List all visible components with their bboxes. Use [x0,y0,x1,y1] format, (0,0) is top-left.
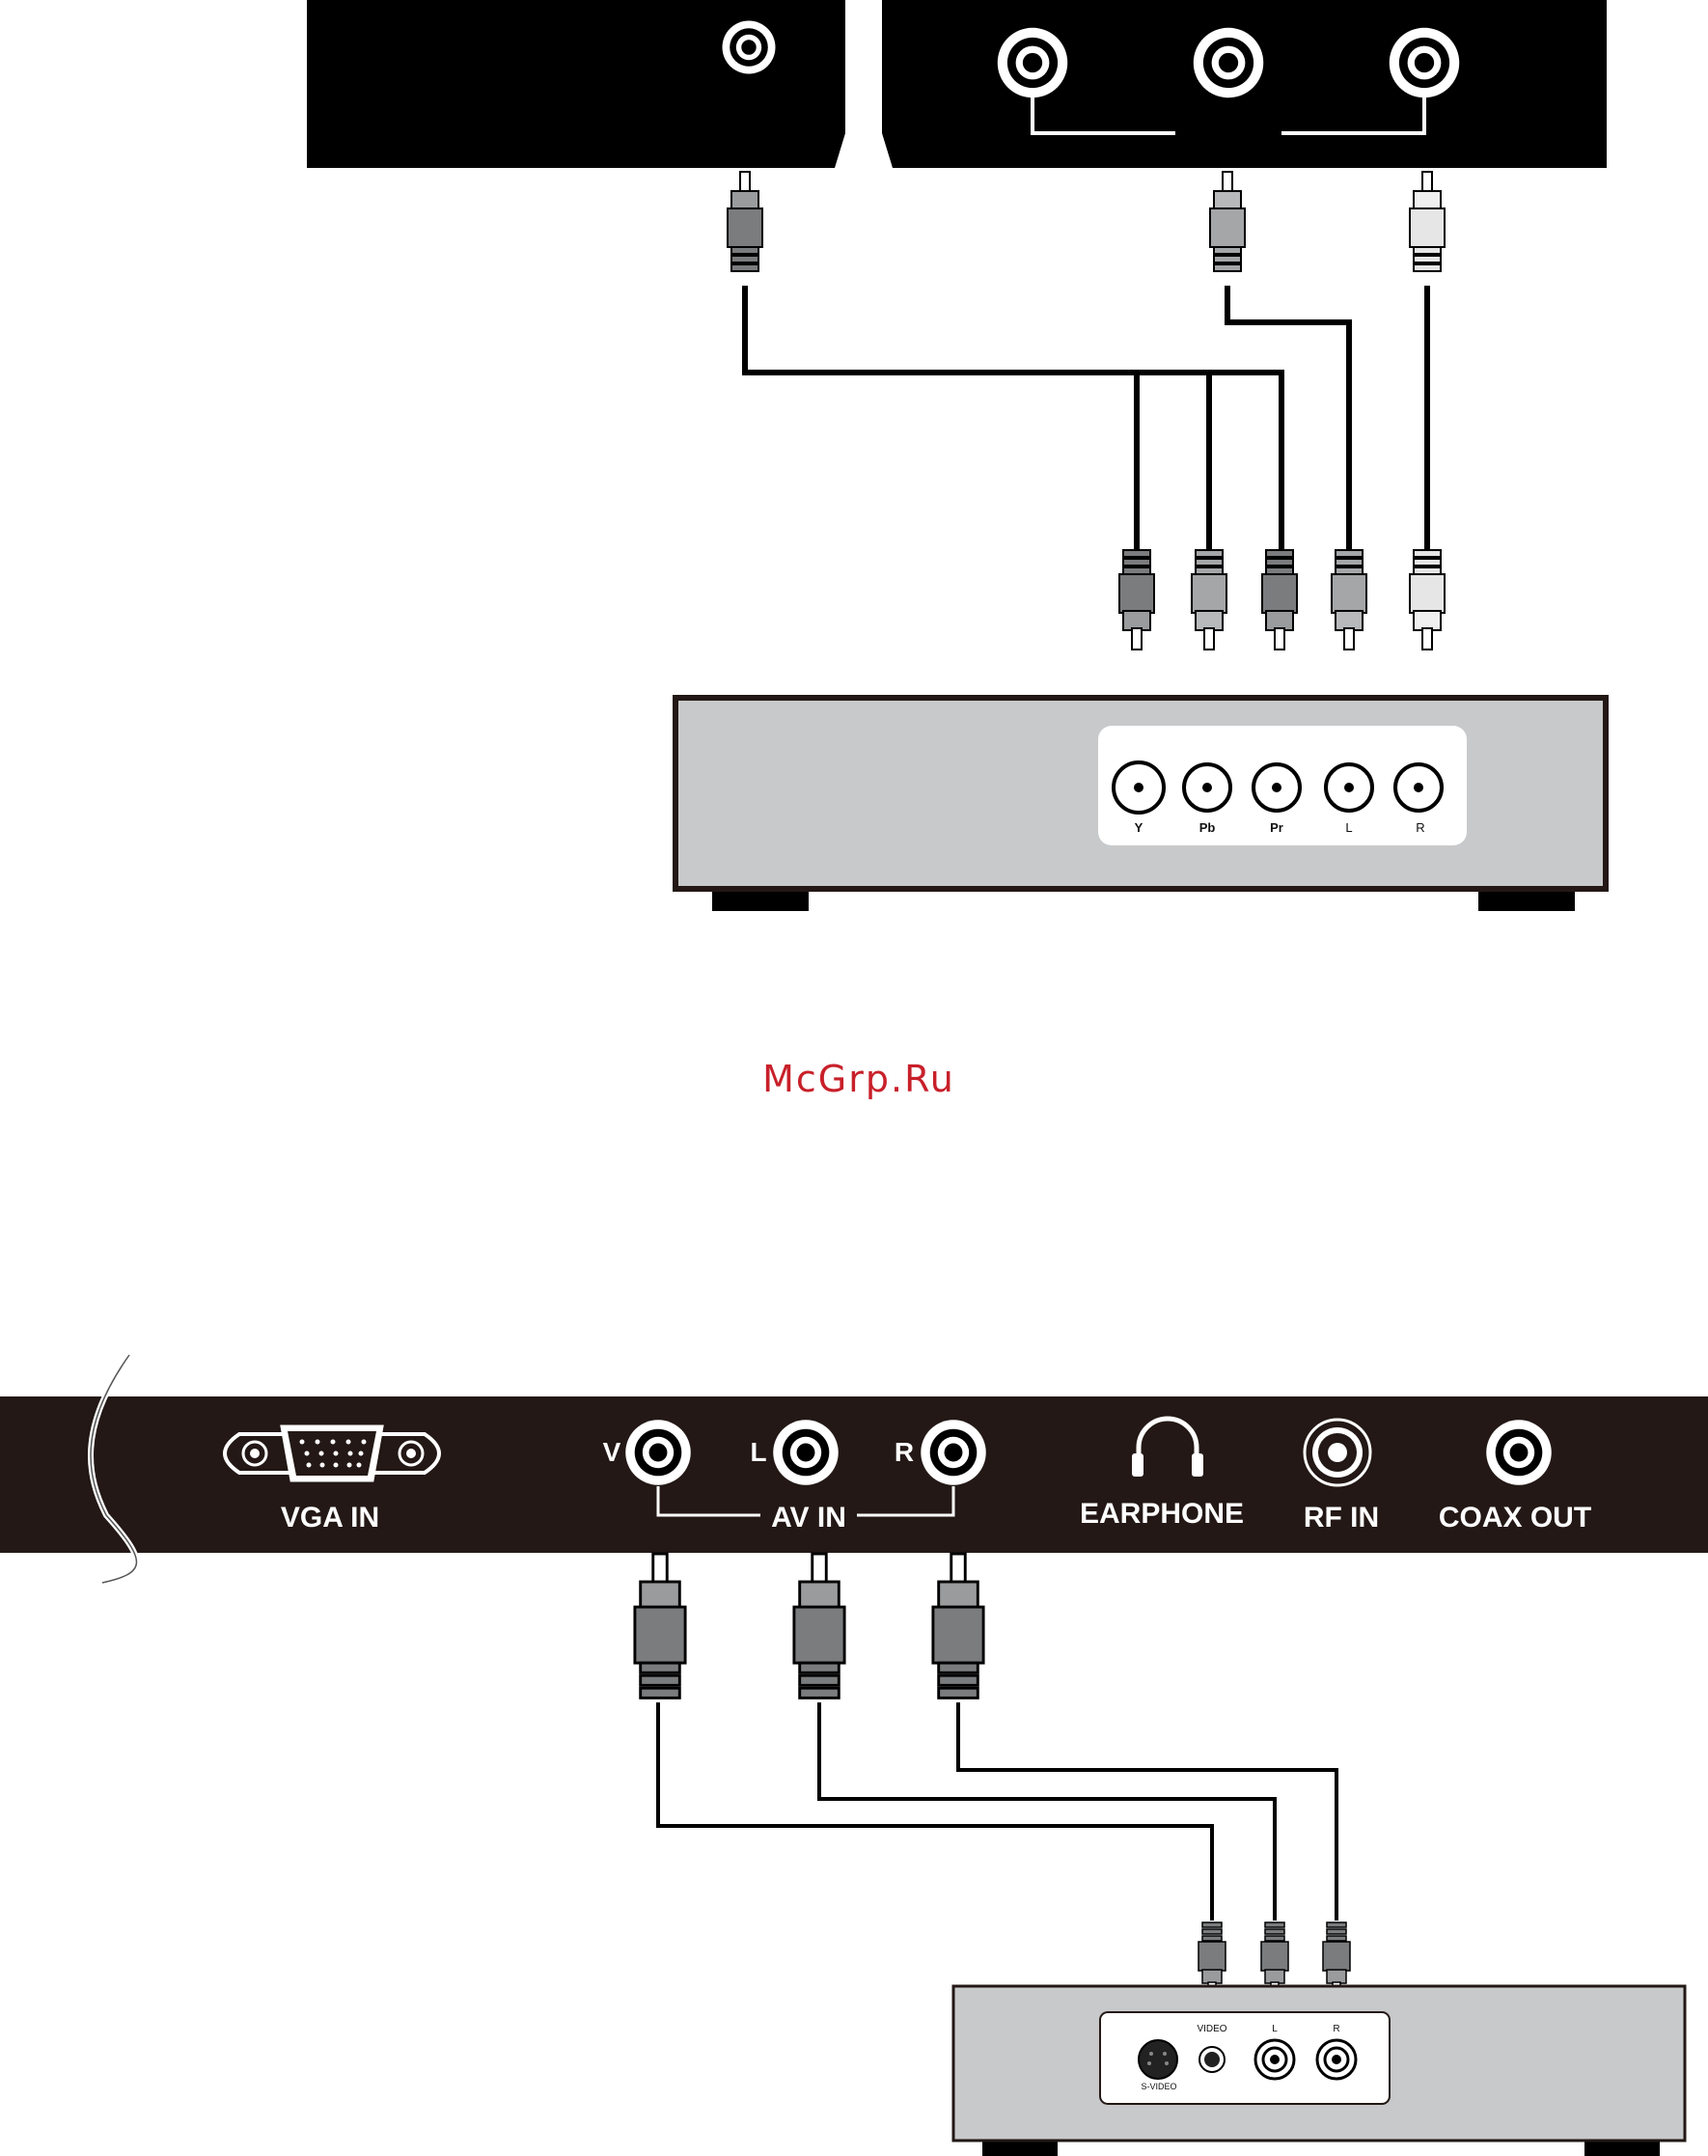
label-r: R [1416,820,1424,835]
bottom-cables [658,1702,1336,1921]
device-video-jack [1199,2047,1225,2072]
top-single-jack [723,21,776,74]
label-audio-l: L [1272,2024,1278,2034]
label-y: Y [1135,820,1143,835]
top-lower-plugs [1119,550,1445,650]
plug-av-video [635,1554,685,1698]
svideo-jack [1139,2040,1177,2079]
plug-av-l [794,1554,844,1698]
label-pb: Pb [1199,820,1216,835]
top-cables [745,286,1427,552]
top-source-device: Y Pb Pr L R [675,698,1606,911]
plug-lower-y [1119,550,1154,650]
av-v-label: V [603,1437,621,1467]
av-r-label: R [895,1437,914,1467]
device-jack-r [1395,764,1442,811]
plug-upper-audio-r [1410,172,1445,271]
coax-out-label: COAX OUT [1439,1502,1591,1534]
av-l-label: L [750,1437,766,1467]
device-audio-r-jack [1317,2040,1356,2079]
cable-av-video [658,1702,1212,1921]
coax-out-jack [1486,1420,1552,1485]
vga-in-label: VGA IN [281,1502,379,1534]
plug-lower-pr [1262,550,1297,650]
cable-video-trunk [745,286,1281,552]
rf-in-jack [1305,1420,1370,1485]
av-jack-r [921,1420,986,1485]
av-jack-l [773,1420,839,1485]
cable-av-l [819,1702,1275,1921]
label-l: L [1345,820,1352,835]
device-jack-pr [1253,764,1300,811]
earphone-label: EARPHONE [1080,1498,1244,1530]
watermark-text: McGrp.Ru [762,1058,955,1100]
device-jack-y [1114,762,1164,813]
plug-lower-l [1332,550,1366,650]
label-audio-r: R [1333,2024,1339,2034]
tv-rear-panel: VGA IN V L R AV IN EARPHONE RF IN COAX O… [0,1355,1708,1583]
plug-lower-pb [1192,550,1226,650]
av-in-label: AV IN [771,1502,846,1534]
device-jack-l [1326,764,1372,811]
device-audio-l-jack [1255,2040,1294,2079]
cable-audio-l [1227,286,1349,552]
bottom-upper-plugs [635,1554,983,1698]
top-upper-plugs [728,172,1445,271]
plug-lower-r [1410,550,1445,650]
device-jack-pb [1184,764,1230,811]
top-panel-left [307,0,845,168]
label-svideo: S-VIDEO [1141,2082,1176,2091]
label-pr: Pr [1270,820,1283,835]
rf-in-label: RF IN [1304,1502,1379,1534]
label-video: VIDEO [1197,2024,1226,2034]
top-jack-2 [1194,28,1264,98]
top-jack-3 [1390,28,1460,98]
av-jack-v [625,1420,691,1485]
cable-av-r [958,1702,1336,1921]
vga-connector-icon [225,1426,439,1480]
top-tv-panel [307,0,1607,168]
bottom-source-device: VIDEO L R S-VIDEO [953,1986,1685,2156]
plug-upper-video [728,172,762,271]
top-jack-1 [998,28,1068,98]
plug-upper-audio-l [1210,172,1245,271]
plug-av-r [933,1554,983,1698]
